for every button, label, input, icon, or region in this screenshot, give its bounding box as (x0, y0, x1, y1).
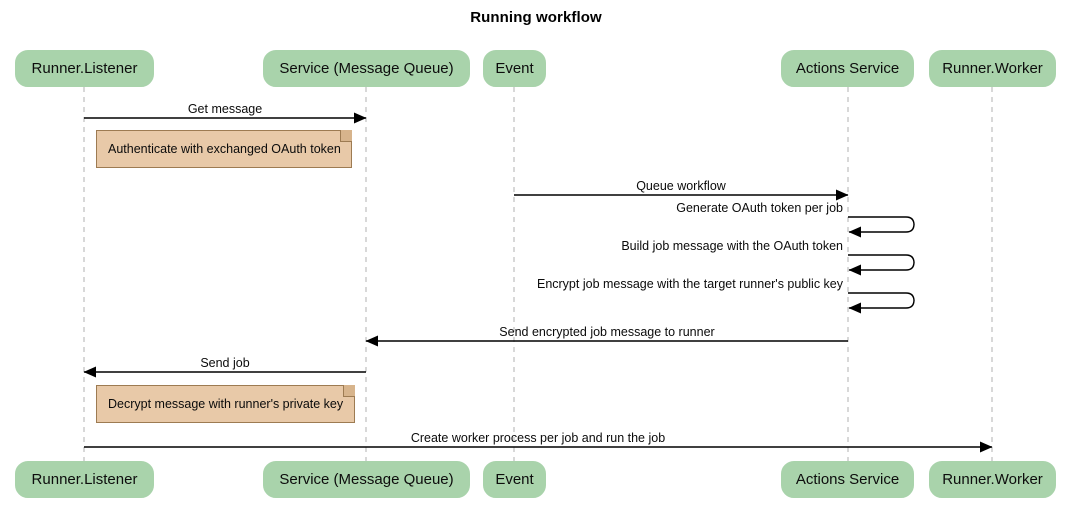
participant-label: Runner.Worker (942, 471, 1043, 488)
message-label-send-encrypted: Send encrypted job message to runner (499, 325, 715, 339)
participant-service-mq-bottom[interactable]: Service (Message Queue) (263, 461, 470, 498)
participant-label: Runner.Listener (31, 60, 138, 77)
message-label-encrypt-job: Encrypt job message with the target runn… (536, 277, 843, 291)
arrows-group (83, 112, 993, 453)
participant-label: Service (Message Queue) (279, 60, 454, 77)
message-label-generate-token: Generate OAuth token per job (676, 201, 843, 215)
message-label-create-worker: Create worker process per job and run th… (410, 431, 666, 445)
note-decrypt: Decrypt message with runner's private ke… (96, 385, 355, 423)
note-label: Authenticate with exchanged OAuth token (108, 142, 341, 156)
message-label-queue-workflow: Queue workflow (636, 179, 726, 193)
participant-label: Runner.Worker (942, 60, 1043, 77)
message-arrow-build-job-message (848, 254, 915, 276)
participant-event-bottom[interactable]: Event (483, 461, 546, 498)
participant-label: Actions Service (795, 60, 900, 77)
participant-runner-listener-top[interactable]: Runner.Listener (15, 50, 154, 87)
participant-label: Actions Service (795, 471, 900, 488)
participant-label: Service (Message Queue) (279, 471, 454, 488)
note-authenticate: Authenticate with exchanged OAuth token (96, 130, 352, 168)
message-label-get-message: Get message (187, 102, 263, 116)
participant-label: Runner.Listener (31, 471, 138, 488)
message-label-send-job: Send job (200, 356, 250, 370)
participant-actions-service-bottom[interactable]: Actions Service (781, 461, 914, 498)
note-fold-corner-icon (340, 130, 352, 142)
participant-label: Event (495, 60, 534, 77)
note-label: Decrypt message with runner's private ke… (108, 397, 344, 411)
participant-runner-worker-top[interactable]: Runner.Worker (929, 50, 1056, 87)
message-label-build-job-message: Build job message with the OAuth token (621, 239, 843, 253)
participant-service-mq-top[interactable]: Service (Message Queue) (263, 50, 470, 87)
participant-label: Event (495, 471, 534, 488)
participant-runner-worker-bottom[interactable]: Runner.Worker (929, 461, 1056, 498)
participant-runner-listener-bottom[interactable]: Runner.Listener (15, 461, 154, 498)
participant-event-top[interactable]: Event (483, 50, 546, 87)
page-title: Running workflow (470, 9, 602, 26)
lifelines-group (83, 87, 993, 461)
message-arrow-generate-token (848, 216, 915, 238)
message-arrow-encrypt-job (848, 292, 915, 314)
participant-actions-service-top[interactable]: Actions Service (781, 50, 914, 87)
note-fold-corner-icon (343, 385, 355, 397)
